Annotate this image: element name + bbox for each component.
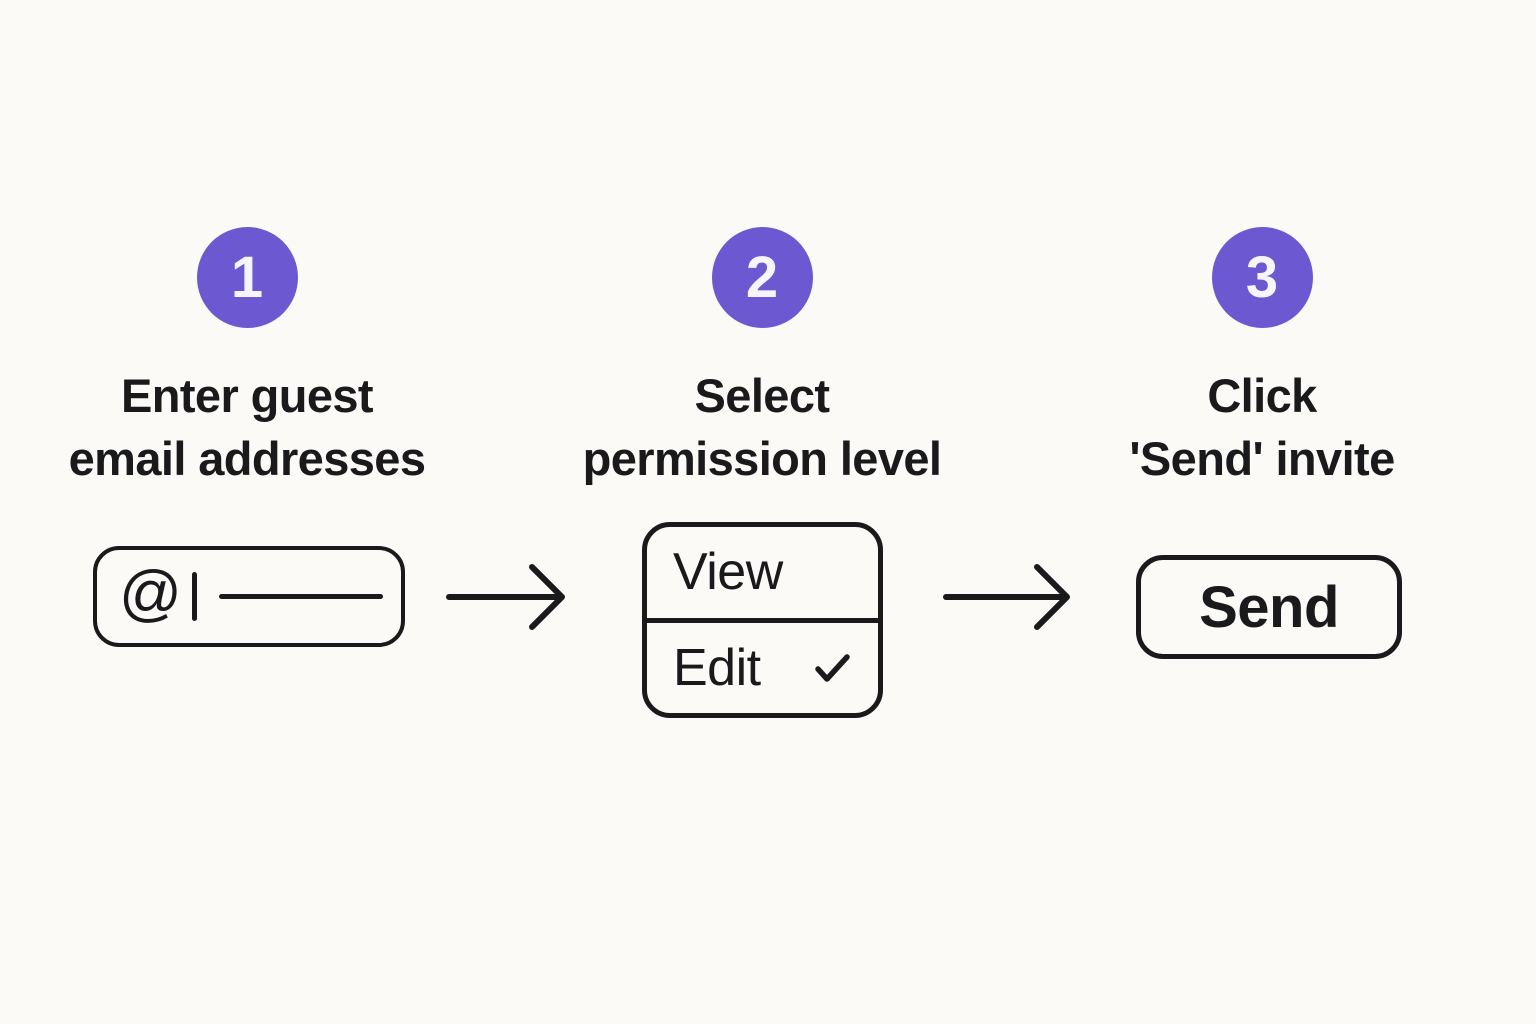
step-2-label-line2: permission level [582, 432, 942, 485]
step-3-label-line2: 'Send' invite [1129, 432, 1395, 485]
guest-email-input[interactable]: @ [93, 546, 405, 647]
step-2-number: 2 [745, 244, 779, 310]
text-cursor [191, 572, 197, 621]
placeholder-line [218, 594, 383, 599]
step-1-header: 1 Enter guest email addresses [37, 227, 457, 490]
step-2-label-line1: Select [694, 369, 830, 422]
dropdown-option-edit-label: Edit [673, 638, 761, 697]
dropdown-option-view-label: View [673, 543, 783, 602]
step-2-label: Select permission level [583, 364, 942, 490]
step-3-number: 3 [1245, 244, 1279, 310]
send-button[interactable]: Send [1136, 555, 1402, 659]
step-3-header: 3 Click 'Send' invite [1052, 227, 1472, 490]
at-symbol-icon: @ [119, 559, 182, 628]
permission-dropdown: View Edit [642, 522, 883, 718]
step-1-badge: 1 [196, 227, 298, 328]
step-3-label: Click 'Send' invite [1129, 364, 1395, 490]
step-2-badge: 2 [711, 227, 813, 328]
step-1-label: Enter guest email addresses [69, 364, 426, 490]
step-2-header: 2 Select permission level [552, 227, 972, 490]
arrow-icon [446, 560, 568, 634]
step-1-number: 1 [230, 244, 264, 310]
checkmark-icon [814, 653, 852, 683]
dropdown-option-edit[interactable]: Edit [647, 617, 878, 714]
step-1-label-line2: email addresses [68, 432, 426, 485]
step-3-badge: 3 [1211, 227, 1313, 328]
step-1-label-line1: Enter guest [121, 369, 374, 422]
step-3-label-line1: Click [1207, 369, 1317, 422]
arrow-icon [943, 560, 1073, 634]
dropdown-option-view[interactable]: View [647, 527, 878, 618]
